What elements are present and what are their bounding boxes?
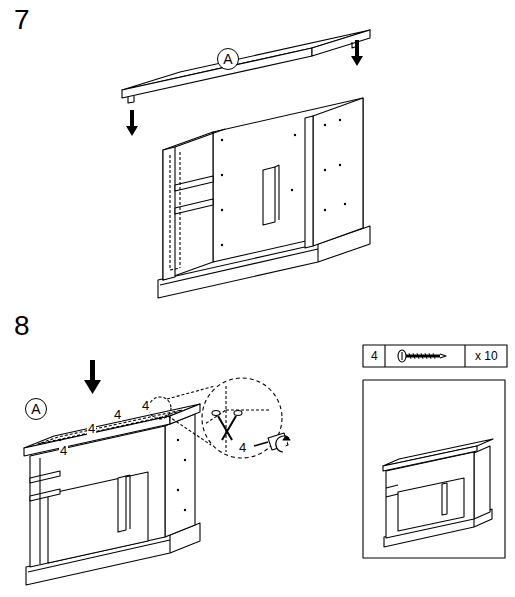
detail-zoom xyxy=(149,378,282,458)
hardware-table xyxy=(363,345,507,367)
top-panel xyxy=(122,30,370,103)
part-letter-circle: A xyxy=(25,398,47,420)
step-number: 8 xyxy=(13,312,31,340)
callout-number: 4 xyxy=(238,441,247,454)
part-letter-circle: A xyxy=(217,48,239,70)
callout-number: 4 xyxy=(87,422,96,435)
cabinet-open xyxy=(158,98,370,298)
down-arrow xyxy=(84,360,101,394)
finished-view xyxy=(363,380,505,558)
screw xyxy=(212,411,242,441)
callout-number: 4 xyxy=(141,399,150,412)
step-number: 7 xyxy=(13,6,31,34)
part-letter: A xyxy=(223,52,232,66)
cabinet-assembled xyxy=(24,404,200,585)
callout-number: 4 xyxy=(113,408,122,421)
table-cell: 4 xyxy=(370,350,379,362)
callout-number: 4 xyxy=(59,444,68,457)
table-cell: x 10 xyxy=(474,350,499,362)
part-letter: A xyxy=(31,402,40,416)
screwdriver xyxy=(254,433,290,452)
